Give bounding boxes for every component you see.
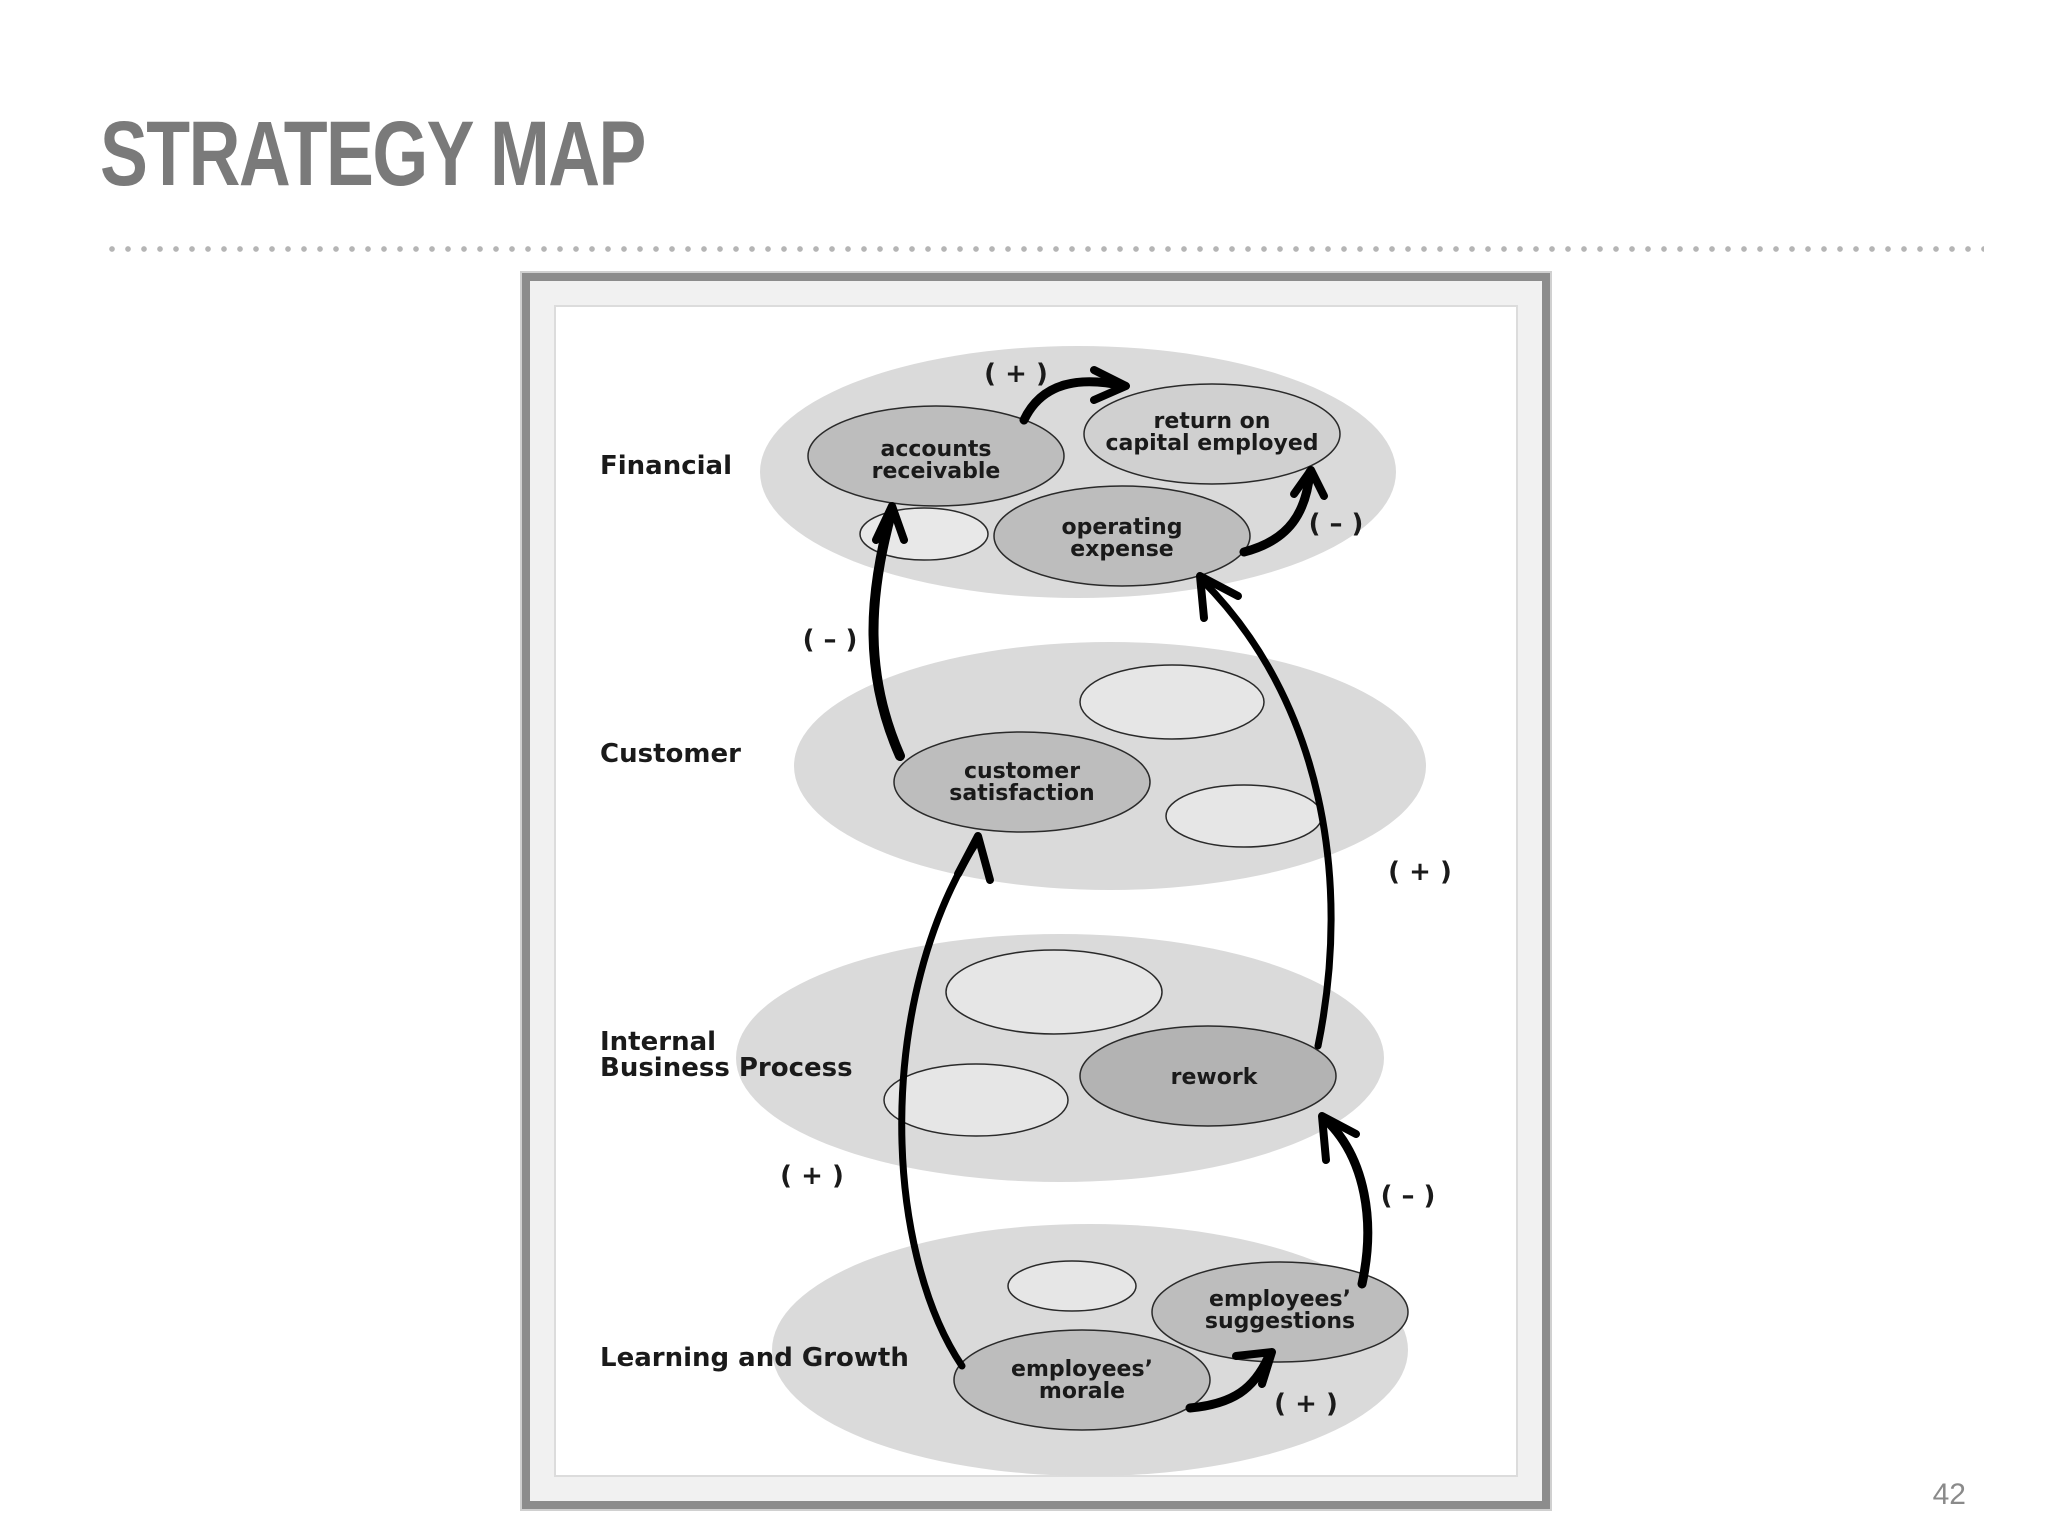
node-label: capital employed [1106, 431, 1319, 456]
empty-objective [1165, 784, 1323, 848]
sign-label: ( + ) [1388, 857, 1452, 887]
sign-label: ( + ) [780, 1161, 844, 1191]
node-customer-satisfaction [893, 731, 1151, 833]
node-label: accounts [881, 437, 992, 462]
arrowhead-icon [1232, 1348, 1276, 1388]
node-employees-suggestions [1151, 1261, 1409, 1363]
node-label: customer [964, 759, 1080, 784]
arrowhead-icon [954, 832, 994, 884]
sign-label: ( – ) [1309, 509, 1364, 539]
arrowhead-icon [872, 502, 908, 544]
node-rework [1079, 1025, 1337, 1127]
node-label: suggestions [1205, 1309, 1355, 1334]
node-label: employees’ [1209, 1287, 1351, 1312]
node-label: return on [1154, 409, 1271, 434]
title-divider [104, 246, 1984, 252]
arrowhead-icon [1290, 466, 1328, 500]
arrowhead-icon [1318, 1112, 1360, 1164]
node-label: rework [1171, 1065, 1259, 1090]
node-operating-expense [993, 485, 1251, 587]
arrowhead-icon [1090, 366, 1130, 404]
arrow-suggestions-to-rework [1325, 1119, 1373, 1289]
node-label: receivable [872, 459, 1001, 484]
slide-title: STRATEGY MAP [100, 103, 646, 205]
label-internal-2: Business Process [600, 1053, 853, 1083]
label-learning-growth: Learning and Growth [600, 1343, 909, 1373]
sign-label: ( + ) [1274, 1389, 1338, 1419]
label-internal: Internal [600, 1027, 716, 1057]
empty-objective [1079, 664, 1265, 740]
arrow-ar-to-roce [1019, 377, 1129, 425]
empty-objective [883, 1063, 1069, 1137]
arrow-opex-to-roce [1239, 467, 1315, 557]
node-label: operating [1062, 515, 1183, 540]
arrow-rework-to-opex [1198, 576, 1335, 1050]
label-customer: Customer [600, 739, 741, 769]
node-label: expense [1070, 537, 1173, 562]
node-accounts-receivable [807, 405, 1065, 507]
arrow-cs-to-ar [868, 505, 905, 761]
node-label: morale [1039, 1379, 1125, 1404]
arrow-morale-to-cs [898, 836, 982, 1370]
empty-objective [945, 949, 1163, 1035]
sign-label: ( – ) [803, 625, 858, 655]
arrowhead-icon [1196, 572, 1242, 622]
sign-label: ( – ) [1381, 1181, 1436, 1211]
empty-objective [1007, 1260, 1137, 1312]
node-label: satisfaction [949, 781, 1094, 806]
page-number: 42 [1932, 1478, 1966, 1511]
node-employees-morale [953, 1329, 1211, 1431]
sign-label: ( + ) [984, 359, 1048, 389]
label-financial: Financial [600, 451, 732, 481]
node-label: employees’ [1011, 1357, 1153, 1382]
node-return-on-capital [1083, 383, 1341, 485]
